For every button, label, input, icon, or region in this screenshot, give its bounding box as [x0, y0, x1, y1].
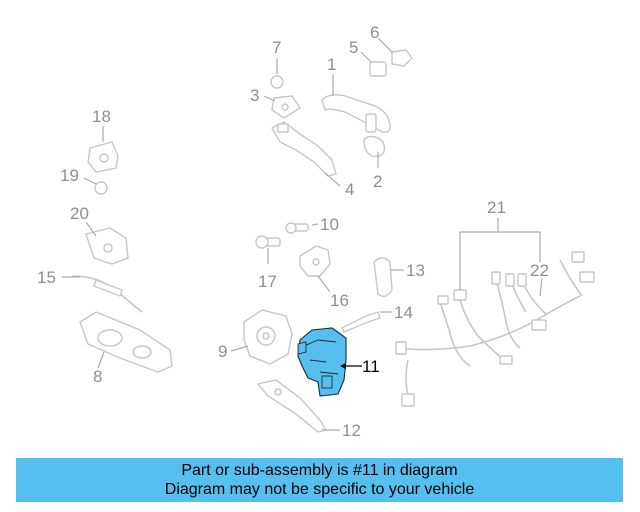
- leader-19: [83, 177, 97, 185]
- callout-21: 21: [487, 198, 506, 217]
- callout-2: 2: [373, 172, 382, 191]
- part-2-handle-cover[interactable]: [363, 135, 386, 158]
- callout-13: 13: [406, 261, 425, 280]
- leader-4: [324, 172, 341, 187]
- caption-line-1: Part or sub-assembly is #11 in diagram: [181, 462, 458, 479]
- part-18-striker[interactable]: [87, 141, 119, 173]
- part-4-handle-bracket[interactable]: [271, 121, 337, 177]
- callout-15: 15: [37, 268, 56, 287]
- leader-11-arrow: [340, 363, 346, 369]
- leader-21: [459, 231, 541, 290]
- part-12-rod-bracket[interactable]: [256, 379, 328, 433]
- part-19-striker-bolt[interactable]: [94, 181, 108, 195]
- part-3-gasket[interactable]: [271, 95, 301, 119]
- part-20-hinge[interactable]: [85, 227, 129, 265]
- caption-line-2: Diagram may not be specific to your vehi…: [164, 481, 475, 498]
- callout-3: 3: [250, 86, 259, 105]
- leader-9: [230, 345, 249, 352]
- callout-5: 5: [349, 38, 358, 57]
- part-1-door-handle[interactable]: [321, 93, 391, 134]
- part-13-seal[interactable]: [373, 257, 393, 297]
- callout-17: 17: [258, 272, 277, 291]
- part-15-cable[interactable]: [71, 275, 143, 313]
- part-7-plug[interactable]: [270, 75, 284, 89]
- part-14-rod[interactable]: [341, 311, 381, 333]
- part-6-cylinder-cap[interactable]: [391, 49, 413, 67]
- callout-4: 4: [345, 180, 354, 199]
- callout-11: 11: [362, 357, 380, 376]
- part-17-bolt[interactable]: [255, 235, 281, 249]
- callout-8: 8: [93, 367, 102, 386]
- part-10-screw[interactable]: [285, 222, 309, 234]
- leader-22: [539, 277, 543, 297]
- part-11-body: [297, 327, 347, 397]
- callout-6: 6: [370, 23, 379, 42]
- callout-9: 9: [218, 342, 227, 361]
- callout-16: 16: [330, 291, 349, 310]
- callout-18: 18: [92, 107, 111, 126]
- leader-6: [377, 37, 393, 53]
- part-11-actuator[interactable]: [297, 327, 347, 397]
- callout-14: 14: [394, 303, 413, 322]
- part-21-wiring-harness[interactable]: [395, 251, 595, 407]
- part-8-door-module[interactable]: [79, 311, 173, 373]
- part-16-cover[interactable]: [299, 245, 331, 277]
- callout-20: 20: [70, 204, 89, 223]
- callout-19: 19: [60, 166, 79, 185]
- callout-7: 7: [272, 38, 281, 57]
- leader-8: [97, 351, 105, 369]
- callout-1: 1: [327, 55, 336, 74]
- leader-10: [311, 223, 319, 226]
- part-5-lock-cylinder[interactable]: [369, 61, 387, 77]
- caption-banner: Part or sub-assembly is #11 in diagram D…: [16, 458, 623, 502]
- leader-3: [263, 95, 276, 102]
- callout-12: 12: [342, 421, 361, 440]
- part-9-latch-assembly[interactable]: [243, 309, 293, 365]
- leader-20: [85, 221, 97, 237]
- callout-22: 22: [530, 261, 549, 280]
- leader-5: [360, 51, 373, 64]
- leader-16: [317, 275, 331, 293]
- callout-10: 10: [320, 215, 339, 234]
